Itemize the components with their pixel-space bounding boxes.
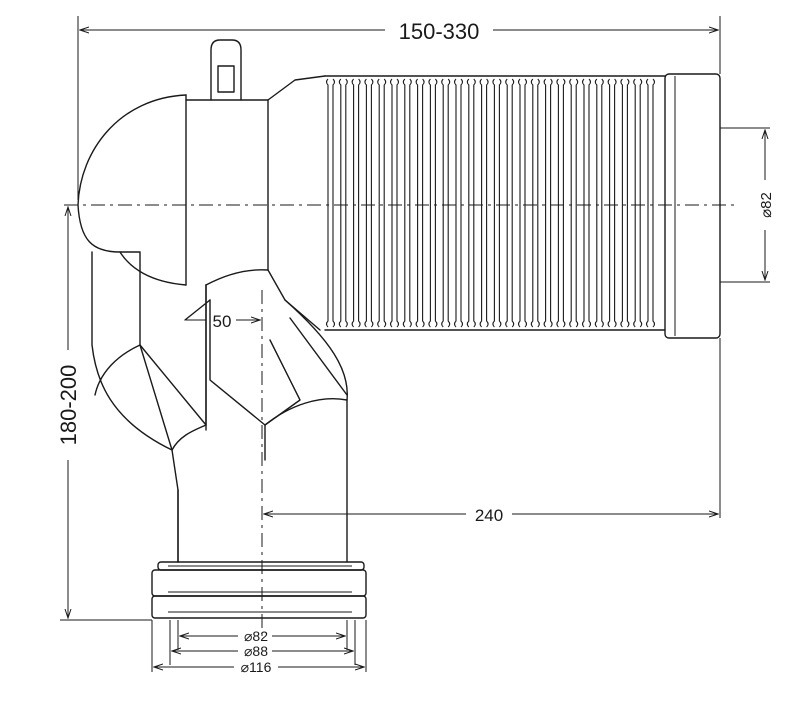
- bellows-rib: [466, 78, 476, 328]
- bellows-rib: [645, 78, 656, 328]
- bottom-d2-label: ⌀88: [244, 643, 268, 659]
- bellows-rib: [594, 78, 604, 328]
- bellows-rib: [581, 78, 592, 328]
- side-diameter-label: ⌀82: [758, 192, 775, 218]
- bellows-rib: [543, 78, 553, 328]
- bellows-rib: [351, 78, 361, 328]
- bellows-rib: [620, 78, 630, 328]
- bellows-rib: [402, 78, 412, 328]
- bellows-rib: [364, 78, 374, 328]
- dim-outlet-length: 240: [264, 338, 721, 525]
- clip-tab: [210, 39, 242, 101]
- bellows-rib: [633, 78, 643, 328]
- bellows-rib: [325, 78, 336, 328]
- dim-bottom-diameters: ⌀82 ⌀88 ⌀116: [151, 620, 367, 675]
- bellows-rib: [389, 78, 400, 328]
- bellows-rib: [428, 78, 438, 328]
- bellows-rib: [377, 78, 387, 328]
- dim-side-diameter: ⌀82: [720, 127, 775, 283]
- elbow-dome: [77, 94, 187, 286]
- dim-height: 180-200: [56, 207, 152, 621]
- offset-label: 50: [213, 312, 232, 331]
- connector-body: [77, 39, 721, 619]
- overall-width-label: 150-330: [399, 19, 480, 44]
- height-label: 180-200: [56, 365, 81, 446]
- bottom-d1-label: ⌀82: [244, 628, 268, 644]
- bellows-rib: [517, 78, 528, 328]
- bellows-rib: [607, 78, 617, 328]
- outlet-length-label: 240: [475, 506, 503, 525]
- end-cuff: [664, 73, 721, 339]
- bellows-rib: [530, 78, 540, 328]
- bellows-rib: [338, 78, 348, 328]
- bottom-d3-label: ⌀116: [241, 659, 272, 675]
- bellows-rib: [453, 78, 464, 328]
- bellows-rib: [556, 78, 566, 328]
- bellows-rib: [415, 78, 425, 328]
- dim-offset: 50: [186, 312, 260, 331]
- seal-ring-3: [151, 595, 367, 619]
- dim-overall-width: 150-330: [77, 16, 721, 200]
- bellows-rib: [569, 78, 579, 328]
- bellows-rib: [441, 78, 451, 328]
- bellows-rib: [505, 78, 515, 328]
- bellows-ribs: [325, 78, 656, 328]
- bellows-rib: [492, 78, 502, 328]
- bellows-rib: [479, 78, 489, 328]
